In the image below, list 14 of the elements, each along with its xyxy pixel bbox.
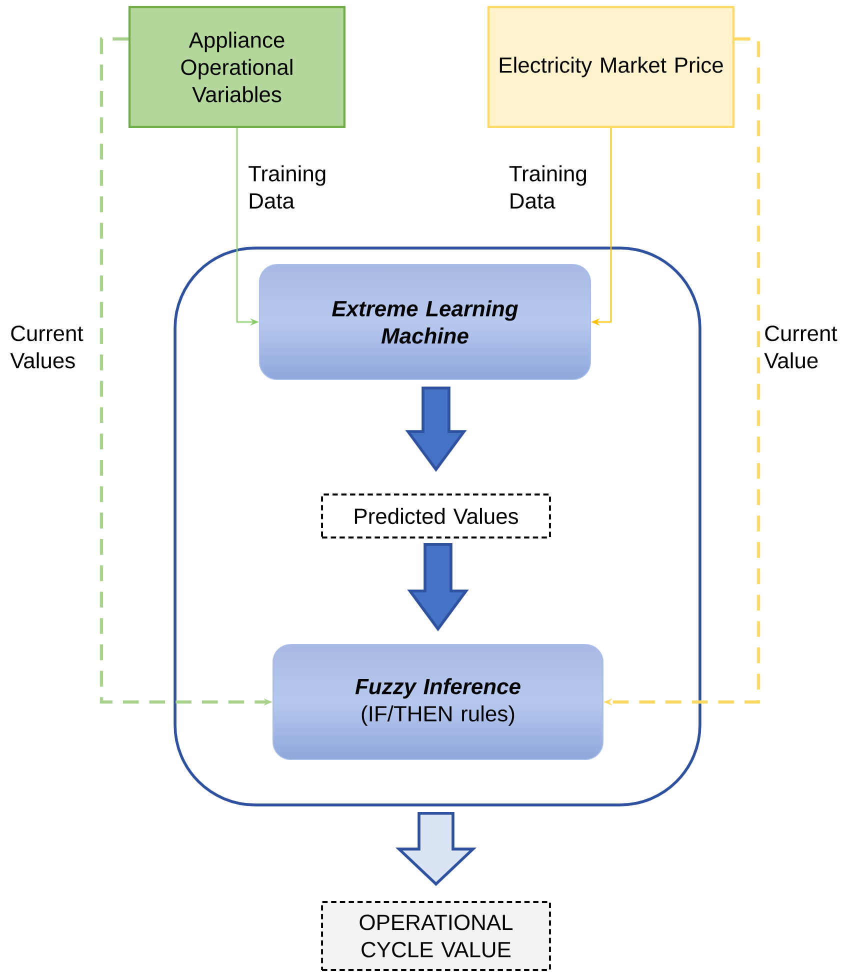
process-box: Extreme Learning Machine <box>259 264 591 380</box>
output-box: Predicted Values <box>321 494 551 538</box>
process-frame <box>174 246 702 806</box>
block-arrow <box>405 386 467 472</box>
input-box: Electricity Market Price <box>487 6 735 128</box>
block-arrow <box>395 812 477 886</box>
edge-label: Current Value <box>764 326 838 368</box>
edge-label: Training Data <box>248 165 326 209</box>
edge-label: Current Values <box>10 326 84 368</box>
output-box: OPERATIONAL CYCLE VALUE <box>321 901 551 971</box>
block-arrow <box>407 543 469 632</box>
input-box: Appliance Operational Variables <box>128 6 346 128</box>
edge-label: Training Data <box>509 165 586 209</box>
process-box: Fuzzy Inference (IF/THEN rules) <box>272 644 604 760</box>
